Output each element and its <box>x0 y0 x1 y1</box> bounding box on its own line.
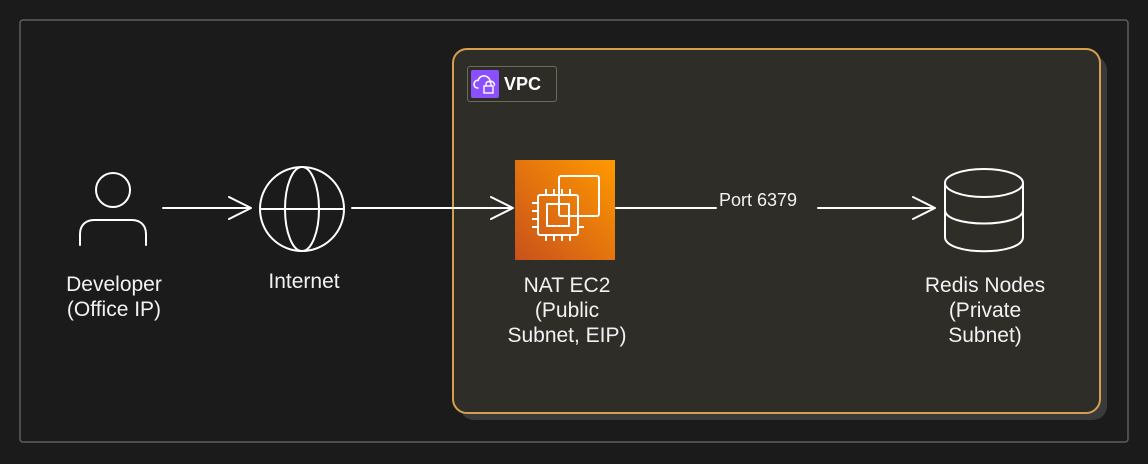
vpc-group-label: VPC <box>467 66 557 102</box>
internet-label: Internet <box>244 269 364 294</box>
developer-label-line2: (Office IP) <box>66 298 162 321</box>
outer-frame <box>19 19 1129 443</box>
nat-ec2-label: NAT EC2 (Public Subnet, EIP) <box>487 273 647 348</box>
redis-label-line1: Redis Nodes <box>924 274 1046 297</box>
nat-label-line1: NAT EC2 <box>523 274 611 297</box>
ec2-instance-icon <box>515 160 615 260</box>
globe-icon <box>259 166 345 252</box>
internet-label-line1: Internet <box>268 270 340 293</box>
redis-nodes-label: Redis Nodes (Private Subnet) <box>905 273 1065 348</box>
vpc-cloud-lock-icon <box>471 70 499 98</box>
edge-nat-to-redis <box>615 196 936 220</box>
nat-label-line3: Subnet, EIP) <box>507 324 627 347</box>
developer-label: Developer (Office IP) <box>48 272 180 322</box>
developer-label-line1: Developer <box>66 273 162 296</box>
edge-developer-to-internet <box>162 196 252 220</box>
redis-label-line3: Subnet) <box>948 324 1022 347</box>
redis-label-line2: (Private <box>948 299 1022 322</box>
vpc-group-box <box>452 48 1101 414</box>
user-icon <box>79 172 147 246</box>
vpc-label: VPC <box>504 74 542 94</box>
edge-label-port: Port 6379 <box>718 189 799 211</box>
nat-label-line2: (Public <box>534 299 600 322</box>
edge-internet-to-nat <box>351 196 514 220</box>
database-icon <box>944 168 1024 253</box>
